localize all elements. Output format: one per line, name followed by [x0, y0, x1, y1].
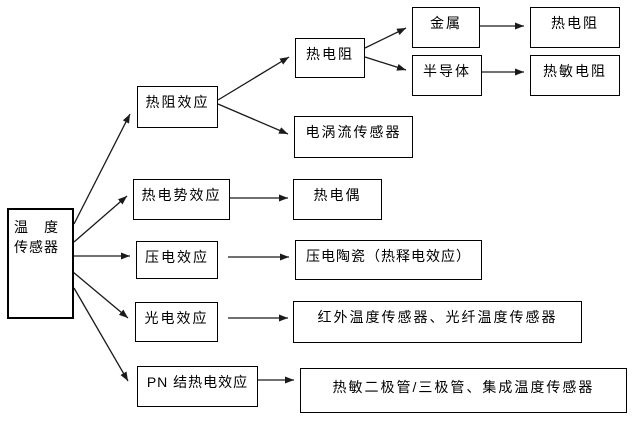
node-label: 压电陶瓷（热释电效应） — [306, 248, 471, 264]
node-diode-transistor-ic: 热敏二极管/三极管、集成温度传感器 — [300, 368, 627, 413]
edge-root-to-thermal-resistance-effect — [73, 113, 131, 225]
node-label: 金属 — [430, 15, 462, 31]
edge-thermal-resistor-to-metal — [364, 27, 407, 49]
edge-root-to-thermoelectric-emf-effect — [73, 195, 128, 243]
node-thermal-resistance-effect: 热阻效应 — [137, 86, 218, 128]
node-photoelectric-effect: 光电效应 — [135, 302, 218, 342]
node-piezoelectric-effect: 压电效应 — [136, 241, 218, 279]
node-label: 热阻效应 — [145, 94, 210, 110]
node-thermoelectric-emf-effect: 热电势效应 — [133, 179, 230, 220]
node-semiconductor: 半导体 — [412, 55, 482, 96]
node-label: 热敏二极管/三极管、集成温度传感器 — [332, 379, 595, 395]
node-label: 热电阻 — [551, 15, 599, 31]
node-label: 热电偶 — [313, 187, 362, 203]
node-temperature-sensor-line2: 传感器 — [14, 239, 59, 255]
edge-thermal-resistance-to-eddy-current — [217, 103, 289, 135]
node-label: 热敏电阻 — [543, 63, 607, 79]
node-thermal-resistor-top: 热电阻 — [530, 7, 620, 48]
node-metal: 金属 — [412, 7, 480, 48]
node-piezoelectric-ceramic: 压电陶瓷（热释电效应） — [295, 240, 482, 280]
node-label: 半导体 — [423, 63, 471, 79]
node-thermal-resistor-mid: 热电阻 — [295, 38, 365, 78]
node-label: 光电效应 — [144, 310, 209, 326]
node-label: 电涡流传感器 — [305, 124, 402, 140]
node-eddy-current-sensor: 电涡流传感器 — [294, 116, 413, 158]
edge-thermal-resistor-to-semiconductor — [364, 56, 407, 71]
node-pn-junction-effect: PN 结热电效应 — [137, 366, 258, 407]
node-label: PN 结热电效应 — [146, 374, 249, 390]
node-temperature-sensor-line1: 温 度 — [14, 219, 59, 235]
node-label: 压电效应 — [145, 249, 209, 265]
node-ir-fiber-sensors: 红外温度传感器、光纤温度传感器 — [293, 301, 582, 343]
node-temperature-sensor: 温 度 传感器 — [7, 208, 74, 319]
edge-root-to-pn-junction-effect — [73, 287, 129, 382]
node-label: 热电势效应 — [141, 187, 222, 203]
node-label: 热电阻 — [306, 46, 354, 62]
node-label: 红外温度传感器、光纤温度传感器 — [317, 309, 558, 325]
node-thermistor: 热敏电阻 — [530, 55, 620, 96]
node-thermocouple: 热电偶 — [293, 179, 382, 220]
edge-root-to-photoelectric-effect — [72, 271, 129, 319]
edge-thermal-resistance-to-thermal-resistor — [217, 56, 290, 101]
